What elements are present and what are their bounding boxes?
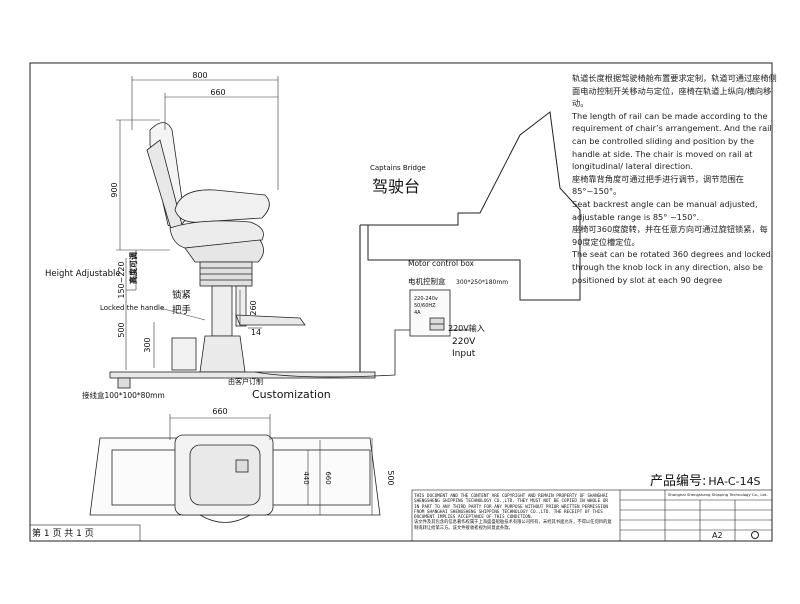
voltage-spec-3: 4A	[414, 310, 421, 316]
sheet-size: A2	[712, 531, 723, 540]
footrest	[235, 314, 306, 326]
side-dimensions	[116, 76, 279, 370]
product-code: 产品编号:HA-C-14S	[650, 470, 761, 489]
product-label: 产品编号:	[650, 474, 707, 489]
cable	[254, 329, 410, 378]
note-1: 轨道长度根据驾驶椅舱布置要求定制，轨道可通过座椅侧面电动控制开关移动与定位，座椅…	[572, 73, 777, 109]
captains-bridge-cn: 驾驶台	[372, 177, 420, 196]
dim-col-14: 14	[251, 328, 261, 337]
page-indicator: 第 1 页 共 1 页	[32, 529, 94, 539]
side-dim-labels: 800 660 900 150~220 500 300 260 14	[110, 71, 261, 353]
outer-frame	[29, 62, 773, 542]
input-cn: 220V输入	[448, 323, 485, 333]
motor-box-cn: 电机控制盒	[408, 276, 446, 286]
plan-dim-500: 500	[386, 470, 395, 485]
label-locked-handle: Locked the handle	[100, 304, 164, 312]
column	[211, 285, 233, 337]
label-lock-handle-cn-1: 锁紧	[172, 289, 191, 301]
plan-dim-width: 660	[212, 407, 227, 416]
rail	[109, 371, 376, 379]
voltage-spec-2: 50/60HZ	[414, 303, 436, 309]
dim-overall-width: 800	[192, 71, 207, 80]
projection-symbol	[751, 531, 759, 539]
junction-box	[117, 377, 131, 389]
label-height-adjustable: Height Adjustable	[45, 269, 121, 279]
dim-pedestal-300: 300	[143, 337, 152, 352]
disclaimer-cn: 该文件及其包含的信息著作权属于上海盛盛船舶技术有限公司所有，未经其书面允许，不得…	[414, 520, 612, 531]
note-6: The seat can be rotated 360 degrees and …	[572, 249, 771, 285]
company-name: Shanghai Shengshang Shipping Technology …	[668, 492, 768, 497]
input-en-2: Input	[452, 349, 476, 359]
bridge-console	[360, 111, 581, 301]
voltage-spec-1: 220-240v	[414, 296, 438, 302]
label-height-adjustable-cn: 高度可调	[128, 252, 138, 284]
label-lock-handle-cn-2: 把手	[172, 304, 192, 316]
dim-seat-width: 660	[210, 88, 225, 97]
dim-height-900: 900	[110, 182, 119, 197]
plan-dim-660: 660	[324, 471, 332, 484]
disclaimer-en: THIS DOCUMENT AND THE CONTENT ARE COPYRI…	[414, 494, 609, 521]
motor-box	[409, 289, 470, 337]
label-customization: Customization	[252, 388, 331, 401]
plan-cushion	[189, 444, 261, 506]
label-junction-box: 接线盒100*100*80mm	[82, 390, 165, 400]
base-block	[171, 337, 197, 371]
bridge-outline	[360, 111, 581, 301]
copyright-disclaimer: THIS DOCUMENT AND THE CONTENT ARE COPYRI…	[414, 494, 614, 531]
motor-box-size: 300*250*180mm	[456, 279, 508, 286]
plan-backrest	[199, 514, 251, 523]
pedestal	[199, 335, 246, 373]
input-en-1: 220V	[452, 337, 476, 347]
plan-dim-440: 440	[302, 471, 310, 484]
side-view	[109, 122, 410, 389]
note-3: 座椅靠背角度可通过把手进行调节，调节范围在85°~150°。	[572, 173, 744, 197]
seat-cushion	[174, 189, 270, 223]
plan-view	[89, 434, 381, 523]
dim-col-260: 260	[249, 300, 258, 315]
label-customer-cn: 由客户订制	[228, 377, 263, 386]
motor-box-en: Motor control box	[408, 259, 475, 268]
product-code-value: HA-C-14S	[708, 475, 761, 488]
note-5: 座椅可360度旋转，并在任意方向可通过旋钮锁紧，每90度定位槽定位。	[572, 224, 768, 247]
armrest	[169, 220, 264, 249]
dim-base-500: 500	[117, 322, 126, 337]
seat-base	[184, 239, 264, 263]
note-4: Seat backrest angle can be manual adjust…	[572, 198, 758, 222]
side-annotations: Height Adjustable 高度可调 Locked the handle…	[45, 252, 331, 401]
note-2: The length of rail can be made according…	[572, 110, 772, 172]
spec-notes: 轨道长度根据驾驶椅舱布置要求定制，轨道可通过座椅侧面电动控制开关移动与定位，座椅…	[572, 72, 777, 286]
plan-dimensions	[169, 414, 373, 515]
title-block	[29, 489, 773, 542]
captains-bridge-en: Captains Bridge	[370, 164, 426, 172]
dim-adjust-range: 150~220	[117, 261, 126, 298]
